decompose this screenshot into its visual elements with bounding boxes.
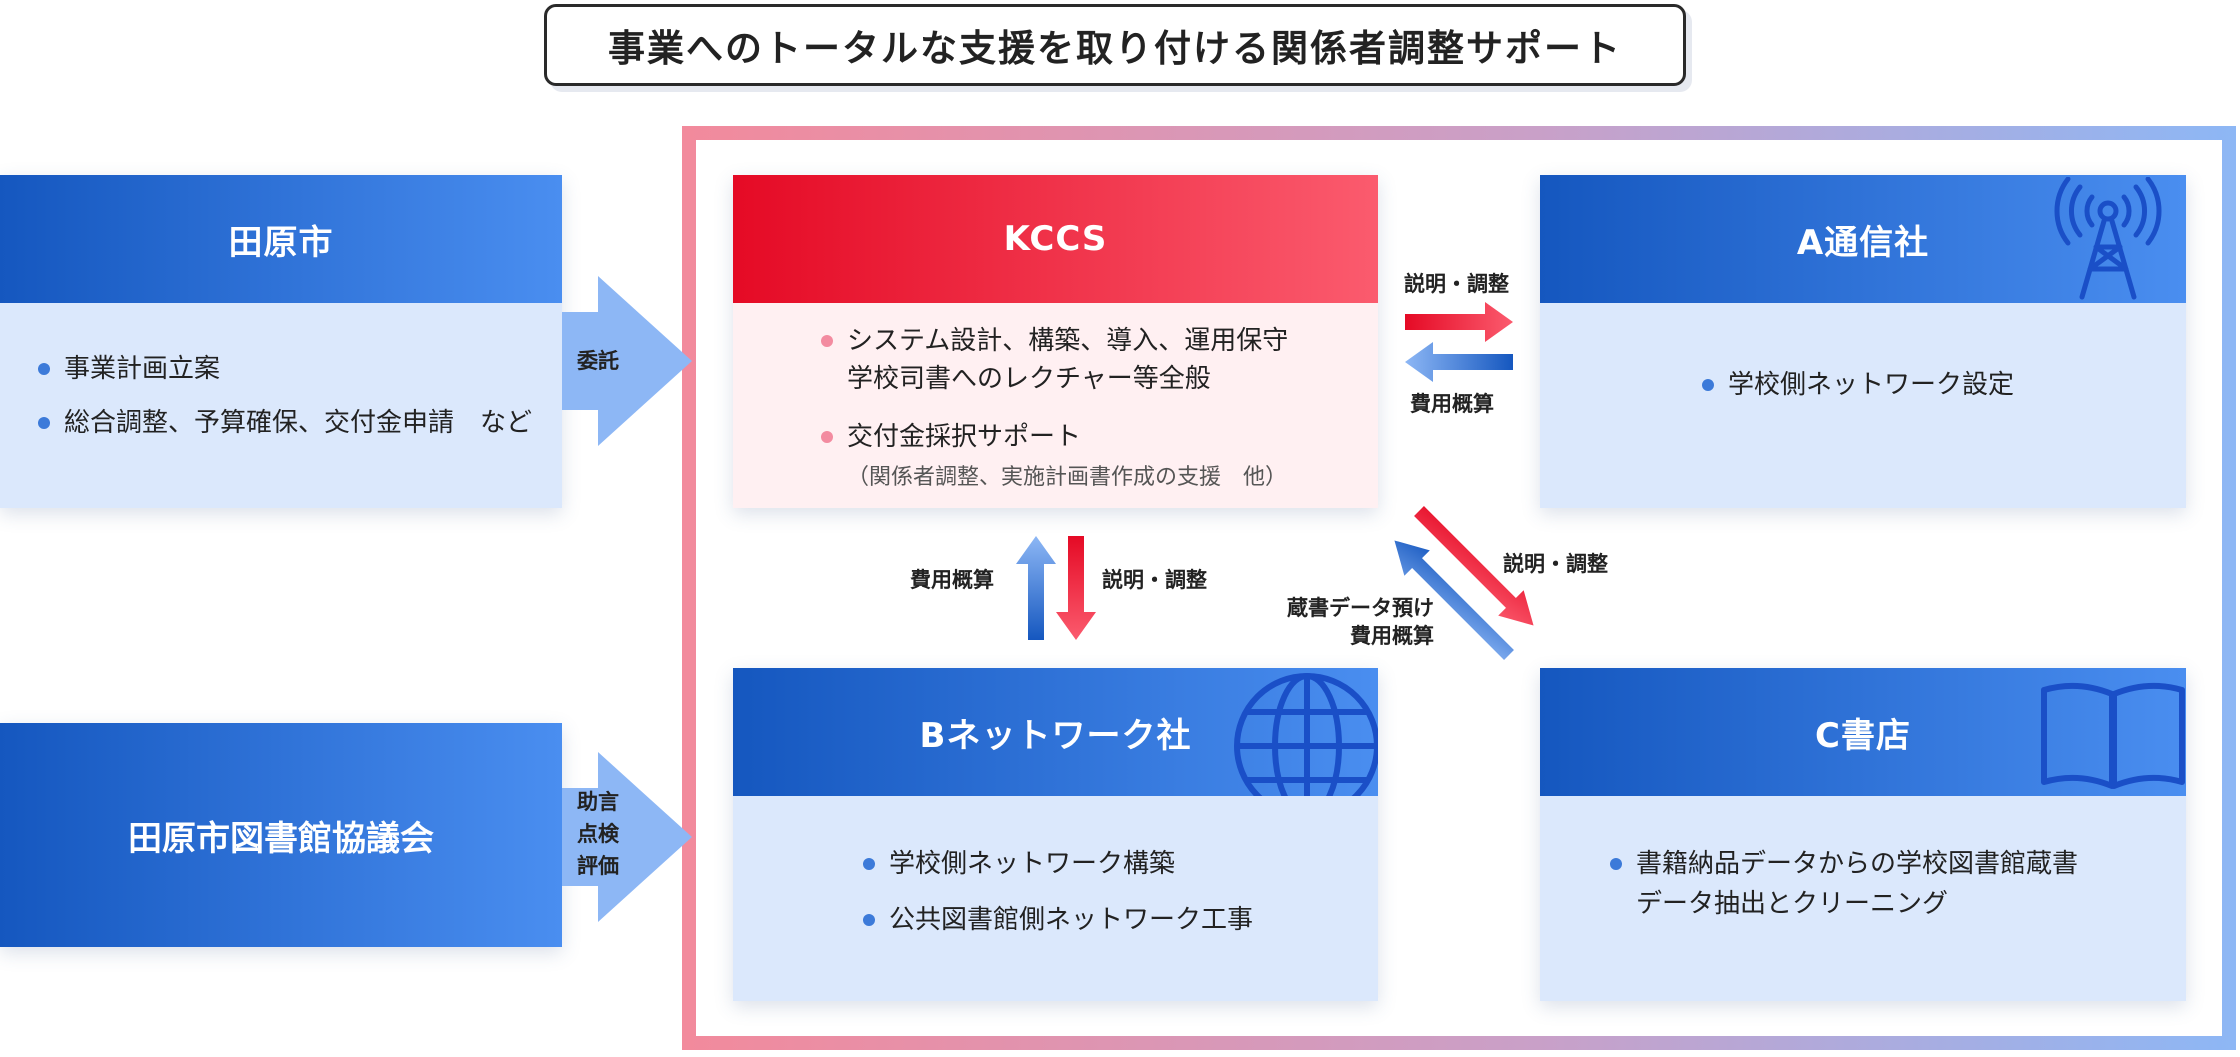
kccs-item-1: システム設計、構築、導入、運用保守: [821, 321, 1288, 361]
kccs-item-2: 交付金採択サポート: [821, 417, 1081, 457]
flow-kccs-c-right: 説明・調整: [1503, 552, 1608, 576]
kccs-card: KCCS システム設計、構築、導入、運用保守 学校司書へのレクチャー等全般 交付…: [733, 175, 1378, 508]
c-store-item-1: 書籍納品データからの学校図書館蔵書: [1610, 844, 2078, 884]
tahara-item-2: 総合調整、予算確保、交付金申請 など: [38, 403, 532, 443]
tahara-card: 田原市 事業計画立案 総合調整、予算確保、交付金申請 など: [0, 175, 562, 508]
tahara-item-1: 事業計画立案: [38, 349, 220, 389]
b-company-item-1: 学校側ネットワーク構築: [863, 844, 1175, 884]
b-company-name: Bネットワーク社: [919, 715, 1192, 756]
antenna-tower-icon: [2054, 177, 2162, 300]
advice-arrow: [562, 752, 692, 922]
c-store-name: C書店: [1540, 668, 2186, 796]
a-company-card: A通信社 学校側ネットワーク設定: [1540, 175, 2186, 508]
flow-kccs-a-bottom: 費用概算: [1410, 392, 1494, 416]
council-name: 田原市図書館協議会: [128, 818, 434, 859]
council-card: 田原市図書館協議会: [0, 723, 562, 947]
globe-icon: [1234, 673, 1378, 796]
kccs-to-b-arrows: [1016, 536, 1096, 640]
flow-kccs-b-left: 費用概算: [910, 568, 994, 592]
b-company-card: Bネットワーク社 学校側ネットワーク構築 公共図書館側ネットワーク工事: [733, 668, 1378, 1001]
commission-label: 委託: [577, 349, 619, 373]
tahara-name: 田原市: [0, 175, 562, 303]
a-company-name: A通信社: [1540, 175, 2186, 303]
a-company-item-1: 学校側ネットワーク設定: [1702, 365, 2014, 405]
commission-arrow: [562, 276, 692, 446]
b-company-item-2: 公共図書館側ネットワーク工事: [863, 900, 1253, 940]
kccs-name: KCCS: [733, 175, 1378, 303]
kccs-to-c-arrows: [1394, 506, 1534, 660]
kccs-note: （関係者調整、実施計画書作成の支援 他）: [847, 465, 1288, 490]
flow-kccs-b-right: 説明・調整: [1102, 568, 1207, 592]
kccs-item-1b: 学校司書へのレクチャー等全般: [847, 364, 1211, 394]
c-store-card: C書店 書籍納品データからの学校図書館蔵書 データ抽出とクリーニング: [1540, 668, 2186, 1001]
c-store-item-1b: データ抽出とクリーニング: [1636, 889, 1949, 919]
open-book-icon: [2041, 682, 2185, 789]
flow-kccs-a-top: 説明・調整: [1404, 272, 1509, 296]
flow-kccs-c-left: 蔵書データ預け 費用概算: [1287, 596, 1434, 648]
kccs-to-a-arrows: [1405, 302, 1513, 382]
page-title: 事業へのトータルな支援を取り付ける関係者調整サポート: [544, 4, 1686, 86]
advice-label: 助言 点検 評価: [577, 790, 619, 878]
